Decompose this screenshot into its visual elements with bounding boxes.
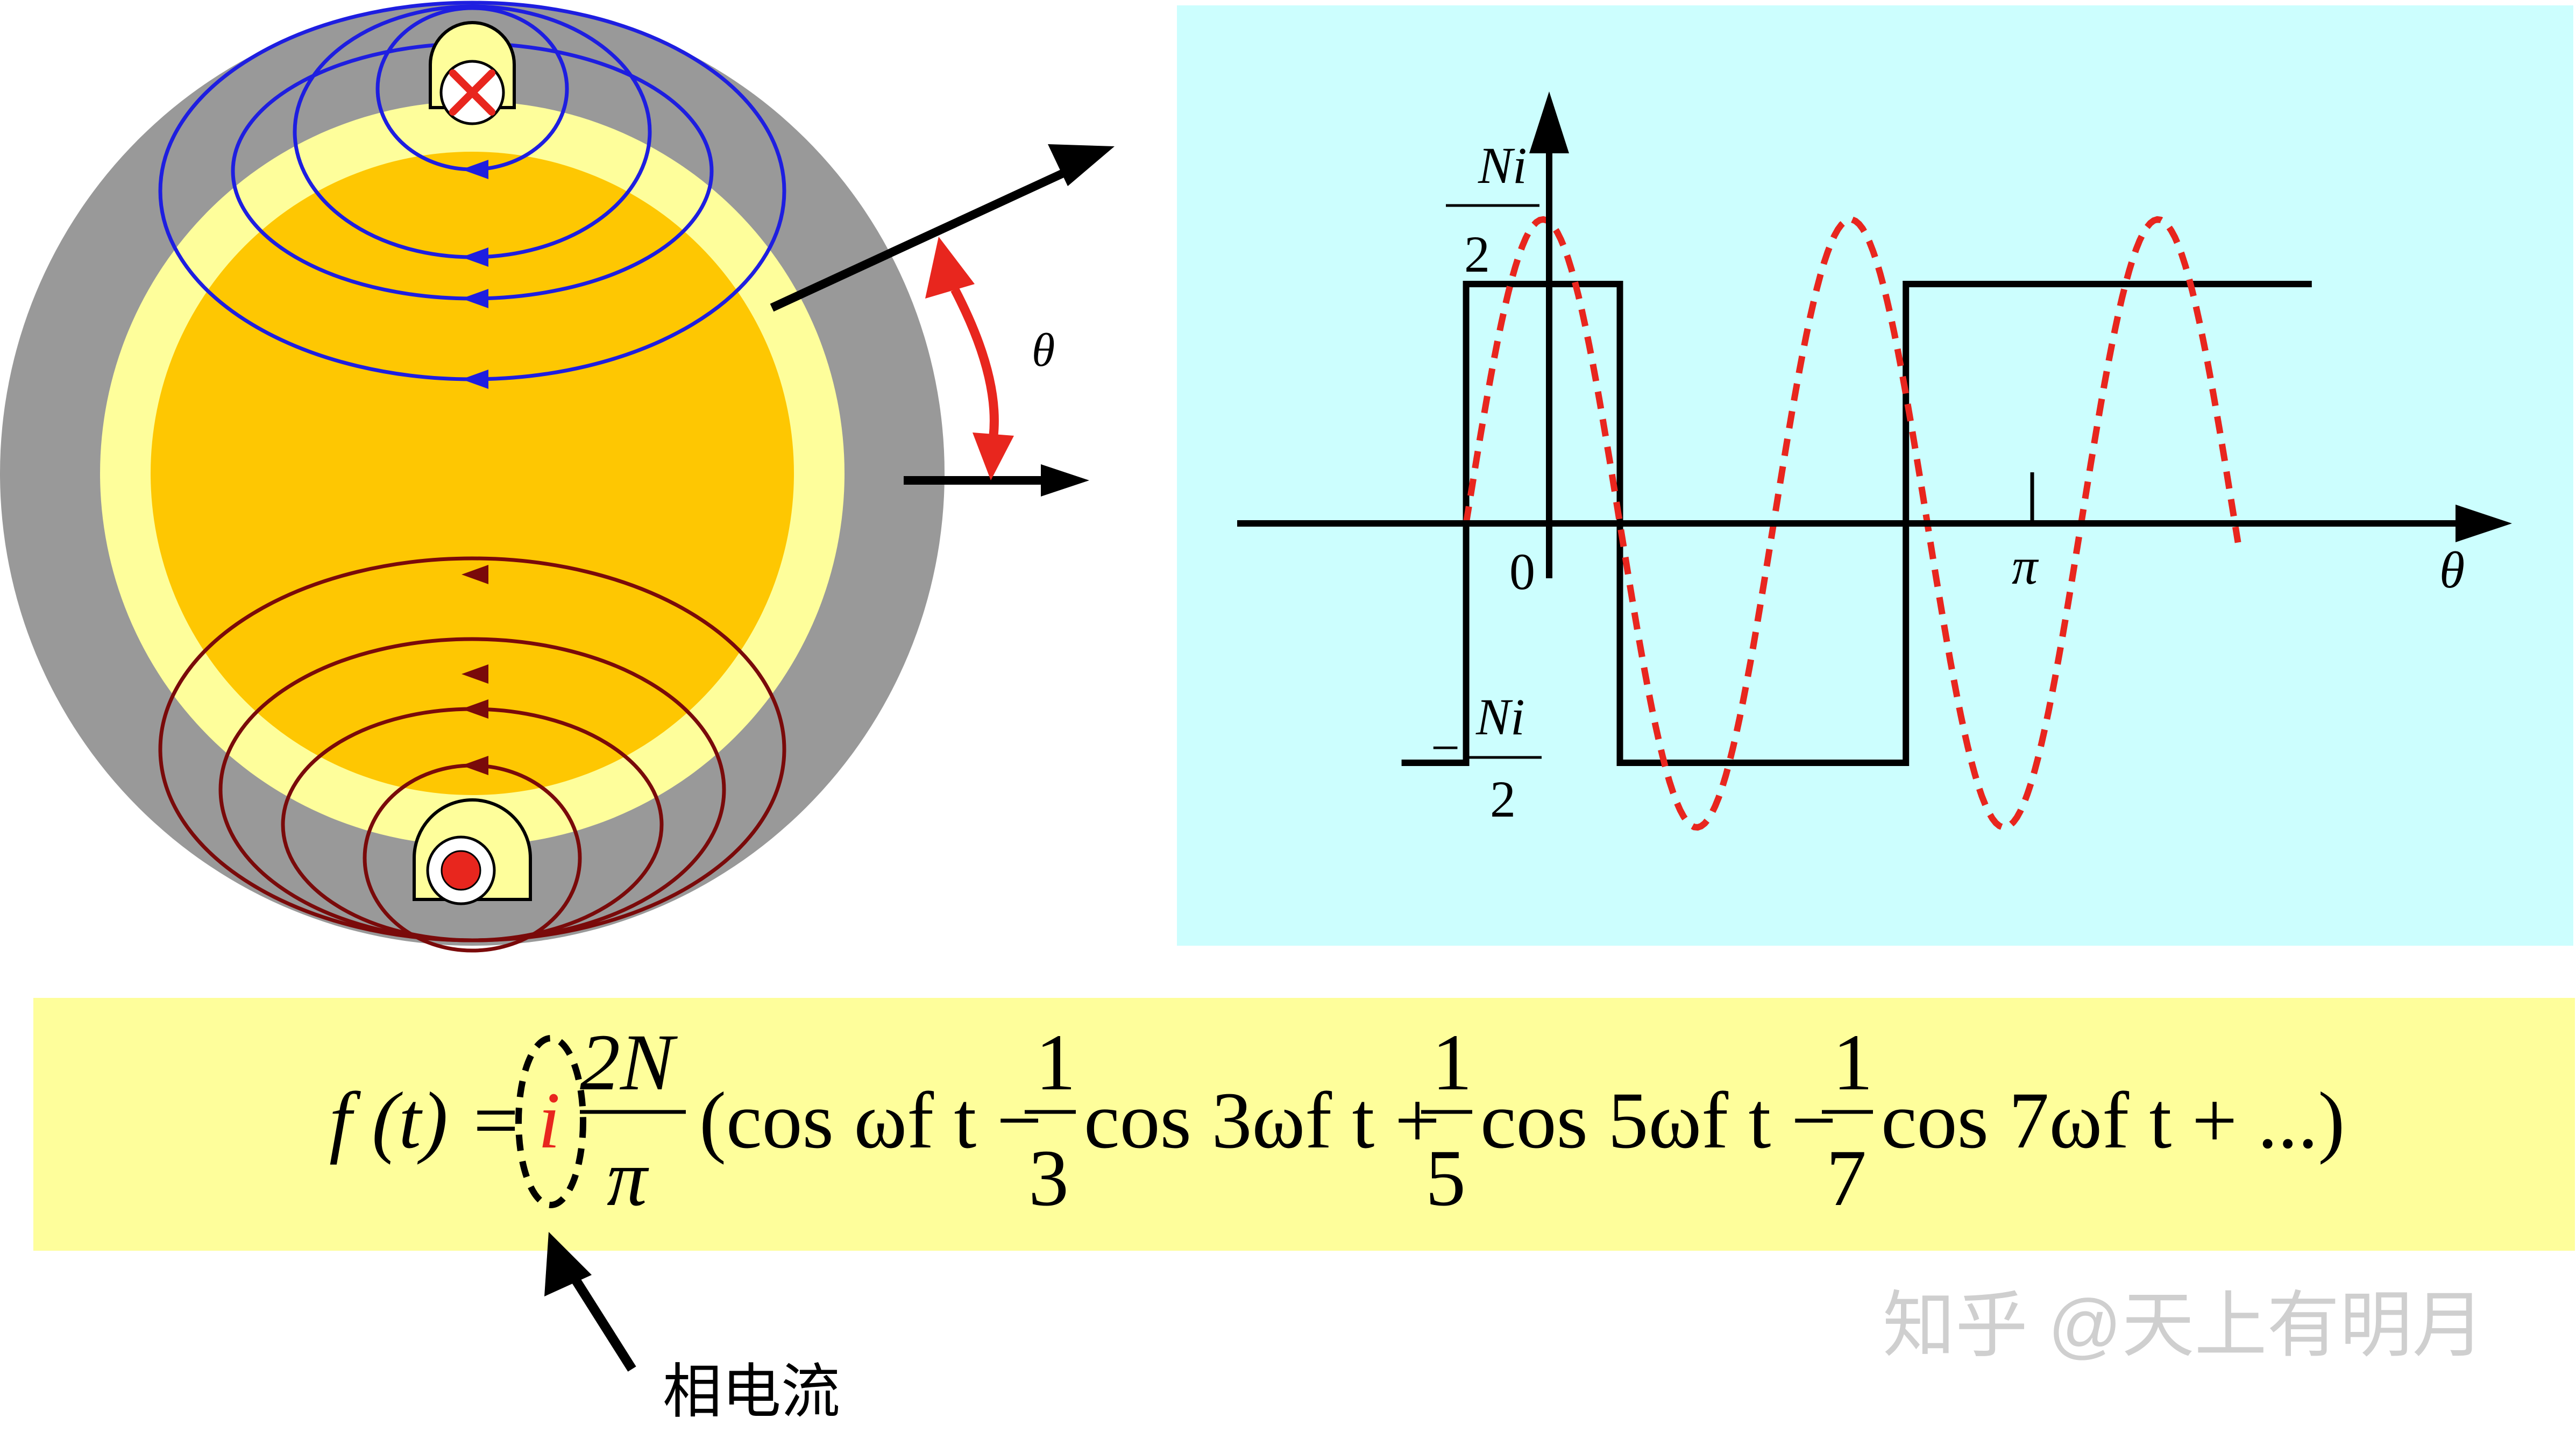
formula-term-1: (cos ωf t −	[699, 1076, 1042, 1165]
y-bottom-numerator: Ni	[1475, 688, 1525, 746]
formula-panel: f (t) = i 2N π (cos ωf t − 1 3 cos 3ωf t…	[33, 998, 2575, 1251]
plot-series	[1401, 216, 2312, 831]
arrow-right-icon	[1048, 144, 1115, 186]
formula-lhs: f (t) =	[329, 1076, 522, 1165]
current-highlight-ellipse	[515, 1035, 586, 1208]
theta-label: θ	[1032, 324, 1055, 377]
annotation-label: 相电流	[663, 1359, 840, 1425]
x-axis-label: θ	[2439, 541, 2465, 599]
frac1-denominator: 3	[1028, 1133, 1069, 1223]
arrow-left-icon	[462, 699, 488, 719]
arrow-left-icon	[462, 370, 488, 389]
frac3-numerator: 1	[1833, 1018, 1873, 1107]
arrow-left-icon	[462, 756, 488, 775]
pi-label: π	[2012, 537, 2039, 595]
angle-arc	[950, 287, 999, 453]
arrow-right-icon	[1041, 464, 1089, 497]
frac1-numerator: 1	[1035, 1018, 1076, 1107]
plot-background	[1177, 5, 2573, 946]
y-top-numerator: Ni	[1478, 137, 1527, 194]
formula-term-2: cos 3ωf t +	[1084, 1076, 1440, 1165]
formula-background	[33, 998, 2575, 1251]
mmf-plot: Ni 2 − Ni 2 0 π θ	[1177, 5, 2573, 946]
arrow-up-icon	[544, 1232, 592, 1296]
frac3-denominator: 7	[1826, 1133, 1867, 1223]
coef-numerator: 2N	[580, 1018, 678, 1107]
rotor	[151, 152, 794, 795]
motor-cross-section: θ	[0, 1, 1115, 953]
flux-loop	[158, 556, 786, 942]
lower-flux-arrows	[462, 565, 488, 775]
lower-slot	[413, 798, 532, 905]
annotation-arrow-line	[565, 1267, 636, 1372]
upper-slot	[429, 21, 516, 125]
current-symbol: i	[538, 1076, 560, 1165]
origin-label: 0	[1509, 543, 1535, 600]
formula-term-3: cos 5ωf t −	[1480, 1076, 1836, 1165]
phase-current-annotation: 相电流	[544, 1232, 840, 1425]
frac2-numerator: 1	[1432, 1018, 1472, 1107]
fundamental-wave	[1463, 216, 2241, 831]
square-wave-mmf	[1401, 281, 2312, 766]
y-top-denominator: 2	[1464, 225, 1490, 283]
arrow-right-icon	[2456, 505, 2512, 542]
rotated-axis-line	[770, 167, 1070, 312]
dot-icon	[441, 850, 481, 891]
coef-denominator: π	[607, 1133, 649, 1223]
formula-term-4: cos 7ωf t + ...)	[1881, 1076, 2345, 1165]
upper-flux-arrows	[462, 160, 488, 389]
arrow-left-icon	[462, 289, 488, 308]
arrow-down-icon	[973, 433, 1014, 480]
arrow-left-icon	[462, 565, 488, 584]
arrow-up-icon	[925, 237, 975, 299]
y-bottom-denominator: 2	[1490, 770, 1516, 828]
y-bottom-sign: −	[1431, 719, 1460, 776]
angle-indicator: θ	[770, 144, 1115, 497]
watermark-text: 知乎 @天上有明月	[1883, 1285, 2485, 1366]
frac2-denominator: 5	[1425, 1133, 1466, 1223]
arrow-left-icon	[462, 160, 488, 179]
arrow-left-icon	[462, 664, 488, 684]
arrow-up-icon	[1529, 91, 1569, 153]
arrow-left-icon	[462, 247, 488, 267]
cross-icon	[449, 69, 495, 116]
